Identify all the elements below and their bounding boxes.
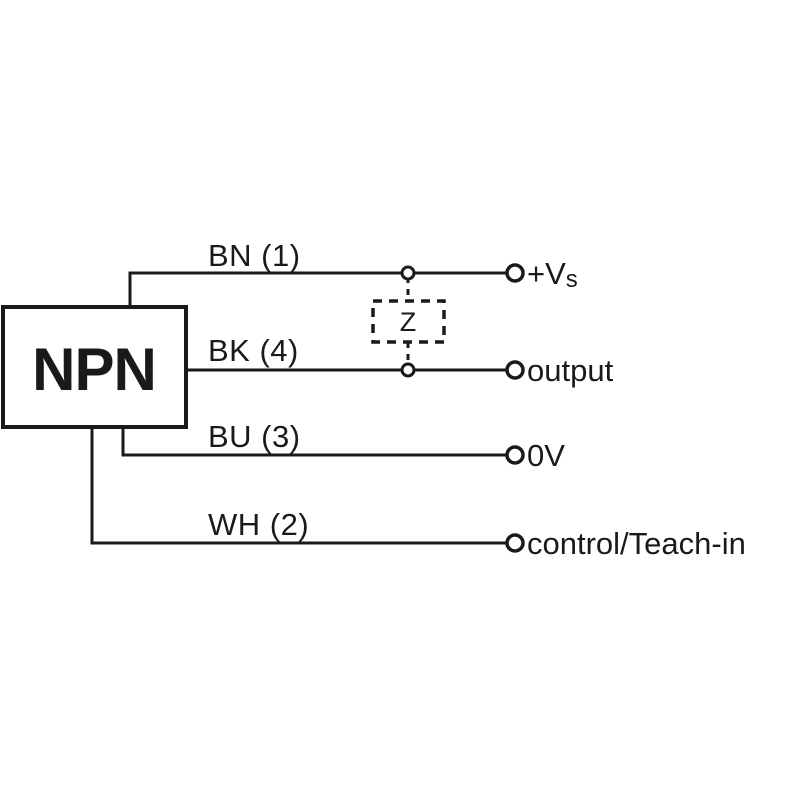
terminal-label-vs-main: +V [527, 256, 566, 291]
wire-bn [128, 271, 509, 309]
junction-node-vs [400, 265, 416, 281]
wire-label-bk: BK (4) [208, 333, 299, 368]
terminal-control[interactable] [505, 533, 525, 553]
wire-label-wh: WH (2) [208, 507, 309, 542]
terminal-label-output: output [527, 353, 614, 388]
device-label-npn: NPN [32, 336, 156, 403]
wire-wh [90, 425, 509, 545]
junction-node-output [400, 362, 416, 378]
terminal-output[interactable] [505, 360, 525, 380]
zener-label: Z [400, 307, 417, 337]
terminal-0v[interactable] [505, 445, 525, 465]
wire-label-bu: BU (3) [208, 419, 301, 454]
device-box-npn [1, 305, 188, 429]
terminal-label-control: control/Teach-in [527, 526, 746, 561]
terminal-label-vs: +Vs [527, 256, 578, 293]
wire-label-bn: BN (1) [208, 238, 301, 273]
terminal-label-vs-sub: s [566, 266, 578, 293]
zener-box [371, 299, 446, 344]
wire-bu [121, 425, 509, 457]
terminal-vs[interactable] [505, 263, 525, 283]
terminal-label-0v: 0V [527, 438, 565, 473]
